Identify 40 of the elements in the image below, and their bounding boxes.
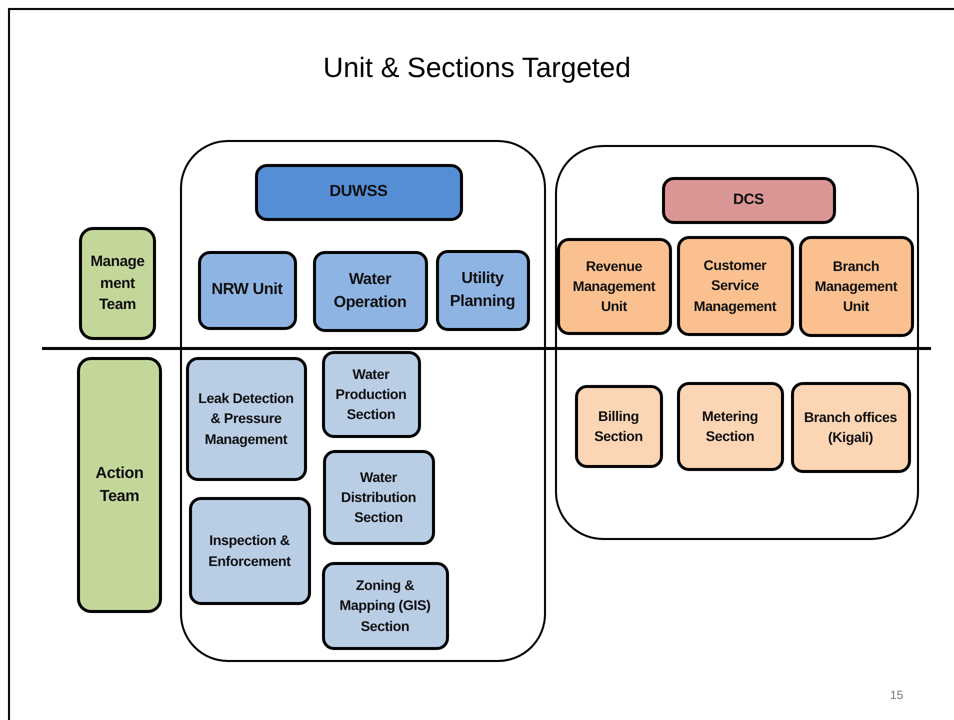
- unit-box: [322, 450, 434, 544]
- unit-label: NRW Unit: [211, 280, 283, 300]
- unit-box: [77, 357, 162, 613]
- unit-box: [574, 384, 662, 468]
- page-number: 15: [890, 688, 904, 702]
- unit-box: [798, 236, 914, 336]
- slide-title: Unit & Sections Targeted: [322, 52, 632, 84]
- unit-box: [188, 496, 310, 604]
- unit-label: Revenue Management Unit: [572, 256, 656, 316]
- unit-label: Inspection & Enforcement: [207, 531, 292, 570]
- unit-box: [186, 356, 306, 480]
- unit-box: [676, 382, 784, 470]
- unit-box: [662, 176, 836, 224]
- unit-box: [254, 164, 462, 220]
- container-box: [180, 140, 546, 662]
- unit-box: [676, 236, 794, 336]
- unit-label: DCS: [733, 190, 764, 210]
- unit-box: [790, 382, 910, 472]
- unit-label: Branch Management Unit: [814, 256, 898, 316]
- unit-box: [322, 562, 448, 650]
- unit-label: Leak Detection & Pressure Management: [197, 389, 295, 449]
- unit-label: Water Operation: [332, 270, 408, 313]
- unit-label: Zoning & Mapping (GIS) Section: [338, 576, 432, 636]
- unit-label: Action Team: [94, 464, 144, 507]
- unit-label: Water Distribution Section: [340, 468, 417, 528]
- unit-label: Billing Section: [593, 406, 644, 446]
- unit-label: DUWSS: [329, 182, 388, 202]
- unit-box: [556, 238, 672, 334]
- unit-box: [79, 227, 156, 340]
- unit-label: Metering Section: [701, 406, 759, 446]
- unit-box: [312, 250, 428, 332]
- container-box: [555, 145, 919, 540]
- unit-box: [198, 250, 296, 330]
- unit-label: Water Production Section: [334, 364, 408, 424]
- unit-label: Customer Service Management: [692, 256, 778, 316]
- unit-label: Utility Planning: [448, 268, 516, 312]
- unit-box: [322, 350, 420, 438]
- unit-label: Branch offices (Kigali): [802, 408, 898, 447]
- unit-box: [436, 250, 530, 330]
- unit-label: Management Team: [89, 252, 146, 316]
